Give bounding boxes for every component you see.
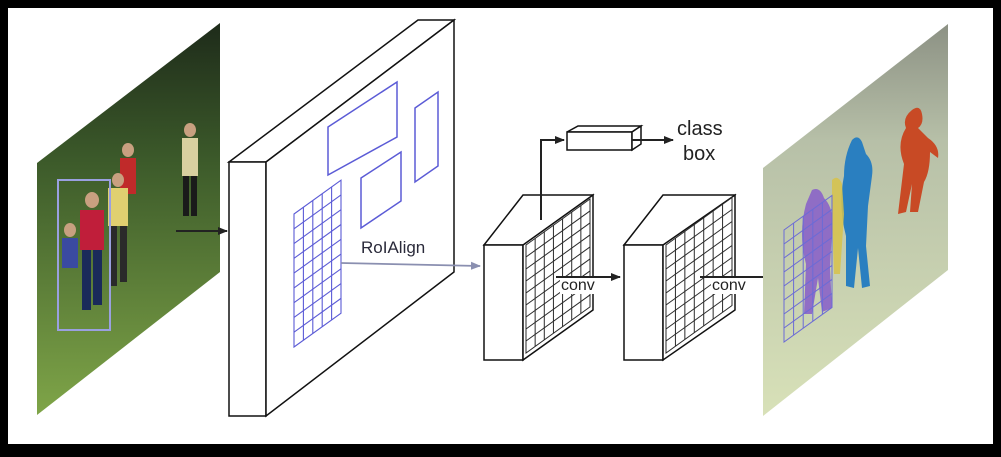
block2-grid-hline (665, 245, 733, 294)
mask-grid-hline (783, 265, 833, 301)
roi-grid-hline (293, 194, 342, 230)
input-players (62, 123, 198, 310)
roialign-arrow (340, 261, 481, 270)
mask-grid-hline (783, 223, 833, 259)
block1-grid-hline (525, 234, 591, 282)
roi-grid-hline (293, 253, 342, 289)
mask-grid-hline (783, 209, 833, 245)
roialign-label: RoIAlign (361, 238, 426, 257)
mask-grid-hline (783, 237, 833, 273)
mask-grid-hline (783, 279, 833, 315)
block1-grid-hline (525, 258, 591, 306)
mask-grid-hline (783, 293, 833, 329)
mask-purple-player (802, 189, 833, 314)
input-roi-box (57, 179, 111, 331)
block1-front-face (483, 244, 524, 361)
input-photo-plane (37, 23, 220, 415)
fc-head-box (566, 124, 644, 152)
feature-map-front-face (228, 161, 267, 417)
backbone-feature-map (226, 18, 457, 418)
roi-grid-hline (293, 297, 342, 333)
mask-yellow-player (832, 177, 844, 274)
block2-grid (665, 196, 733, 354)
block2-grid-hline (665, 209, 733, 258)
roi-grid-hline (293, 224, 342, 259)
proposal-box-3 (360, 150, 402, 230)
class-output-label: class (677, 118, 723, 140)
output-mask-grid (783, 194, 833, 343)
block2-front-face (623, 244, 664, 361)
mask-feature-block (622, 193, 737, 362)
roi-grid-hline (293, 209, 342, 245)
conv-label-1: conv (560, 277, 596, 294)
mask-grid-hline (783, 251, 833, 287)
conv-label-2: conv (711, 277, 747, 294)
block2-grid-hline (665, 293, 733, 342)
box-output-label: box (683, 143, 716, 165)
proposal-box-2 (414, 90, 439, 184)
roi-grid-hline (293, 268, 342, 304)
roi-grid-hline (293, 283, 342, 318)
arrow-to-fc-head (540, 136, 565, 220)
block1-grid-hline (525, 210, 591, 258)
block2-grid-hline (665, 233, 733, 282)
input-image (37, 23, 220, 415)
block2-grid-hline (665, 257, 733, 306)
mask-blue-player (841, 137, 873, 288)
block1-grid-hline (525, 294, 591, 342)
block1-grid-hline (525, 246, 591, 294)
mask-orange-player (898, 107, 939, 214)
roi-grid (293, 179, 342, 349)
roi-grid-hline (293, 238, 342, 274)
proposal-box-1 (327, 80, 398, 177)
mask-grid-outline (783, 194, 833, 343)
block1-grid-hline (525, 222, 591, 270)
block2-grid-hline (665, 221, 733, 270)
output-image (763, 24, 948, 416)
